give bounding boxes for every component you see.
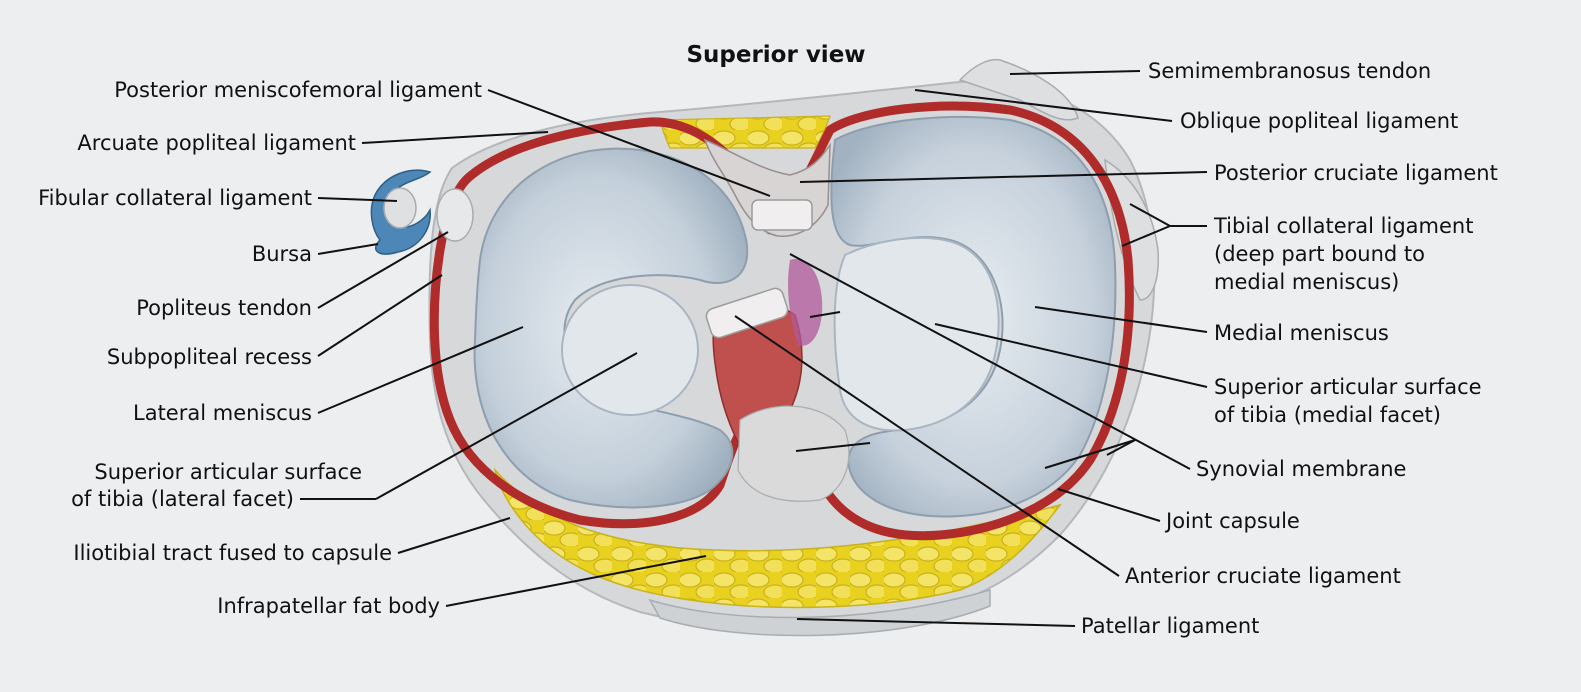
tibial-collateral-ligament-shape bbox=[1104, 158, 1159, 301]
label-tibial-collateral-ligament-2: (deep part bound to bbox=[1214, 242, 1425, 266]
label-lateral-meniscus: Lateral meniscus bbox=[133, 401, 312, 425]
label-anterior-cruciate-ligament: Anterior cruciate ligament bbox=[1125, 564, 1401, 588]
label-superior-articular-surface-medial-2: of tibia (medial facet) bbox=[1214, 403, 1441, 427]
label-superior-articular-surface-medial-1: Superior articular surface bbox=[1214, 375, 1482, 399]
label-tibial-collateral-ligament-1: Tibial collateral ligament bbox=[1213, 214, 1473, 238]
patellar-ligament-shape bbox=[648, 588, 991, 637]
infrapatellar-fat-body-shape bbox=[493, 467, 1062, 609]
fibular-collateral-ligament-shape bbox=[383, 187, 417, 229]
label-tibial-collateral-ligament-3: medial meniscus) bbox=[1214, 270, 1399, 294]
label-joint-capsule: Joint capsule bbox=[1164, 509, 1300, 533]
pcl-cut-stump bbox=[751, 199, 813, 231]
anterior-intercondylar-area-shape bbox=[737, 405, 850, 502]
medial-meniscus-shape bbox=[830, 115, 1117, 518]
label-bursa: Bursa bbox=[252, 242, 312, 266]
label-iliotibial-tract: Iliotibial tract fused to capsule bbox=[73, 541, 392, 565]
label-oblique-popliteal-ligament: Oblique popliteal ligament bbox=[1180, 109, 1458, 133]
label-arcuate-popliteal-ligament: Arcuate popliteal ligament bbox=[77, 131, 356, 155]
label-posterior-meniscofemoral-ligament: Posterior meniscofemoral ligament bbox=[114, 78, 482, 102]
label-posterior-cruciate-ligament: Posterior cruciate ligament bbox=[1214, 161, 1498, 185]
label-synovial-membrane: Synovial membrane bbox=[1196, 457, 1406, 481]
acl-pink-region bbox=[787, 259, 823, 346]
label-infrapatellar-fat-body: Infrapatellar fat body bbox=[217, 594, 440, 618]
label-superior-articular-surface-lateral-2: of tibia (lateral facet) bbox=[71, 487, 294, 511]
label-semimembranosus-tendon: Semimembranosus tendon bbox=[1148, 59, 1431, 83]
label-subpopliteal-recess: Subpopliteal recess bbox=[107, 345, 312, 369]
label-medial-meniscus: Medial meniscus bbox=[1214, 321, 1389, 345]
semimembranosus-tendon-shape bbox=[958, 58, 1079, 121]
popliteus-tendon-shape bbox=[436, 188, 474, 242]
medial-facet-shape bbox=[833, 237, 1000, 432]
diagram-title: Superior view bbox=[686, 42, 865, 68]
lateral-facet-shape bbox=[561, 284, 699, 416]
label-fibular-collateral-ligament: Fibular collateral ligament bbox=[38, 186, 312, 210]
label-superior-articular-surface-lateral-1: Superior articular surface bbox=[94, 460, 362, 484]
label-patellar-ligament: Patellar ligament bbox=[1081, 614, 1259, 638]
label-popliteus-tendon: Popliteus tendon bbox=[136, 296, 312, 320]
leader-lines bbox=[300, 70, 1208, 627]
